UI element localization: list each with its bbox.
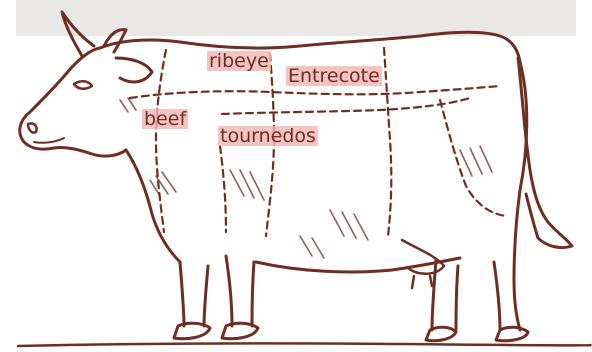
cut-label-tournedos: tournedos — [218, 126, 318, 146]
cut-line-top — [130, 86, 500, 98]
cow-neck — [126, 150, 180, 262]
cut-label-entrecote: Entrecote — [286, 66, 382, 86]
cow-rump — [514, 62, 527, 330]
cow-back — [100, 32, 520, 62]
cow-belly — [256, 258, 460, 272]
cow-horn-left — [62, 12, 94, 56]
cow-hind-leg-right-front — [494, 262, 500, 330]
cut-label-beef: beef — [142, 109, 188, 129]
cut-label-ribeye: ribeye — [207, 51, 271, 71]
cow-front-hoof-left — [174, 323, 210, 338]
cut-line-loin — [384, 48, 391, 236]
cut-line-round — [440, 100, 506, 216]
cut-line-mid — [222, 98, 470, 114]
cow-ear — [116, 58, 152, 82]
cow-front-leg-right — [226, 256, 254, 326]
cow-hind-hoof-left — [426, 327, 456, 341]
cow-eye — [74, 81, 92, 89]
ground-line — [18, 343, 590, 346]
cow-front-leg-left — [180, 262, 208, 326]
cow-nostril — [28, 123, 37, 132]
cow-head — [20, 48, 126, 156]
cut-line-shoulder — [156, 50, 166, 232]
cow-hind-leg-left — [432, 260, 458, 330]
cut-line-flank — [220, 146, 226, 232]
cow-mouth — [34, 138, 64, 143]
cow-front-hoof-right — [222, 323, 258, 338]
